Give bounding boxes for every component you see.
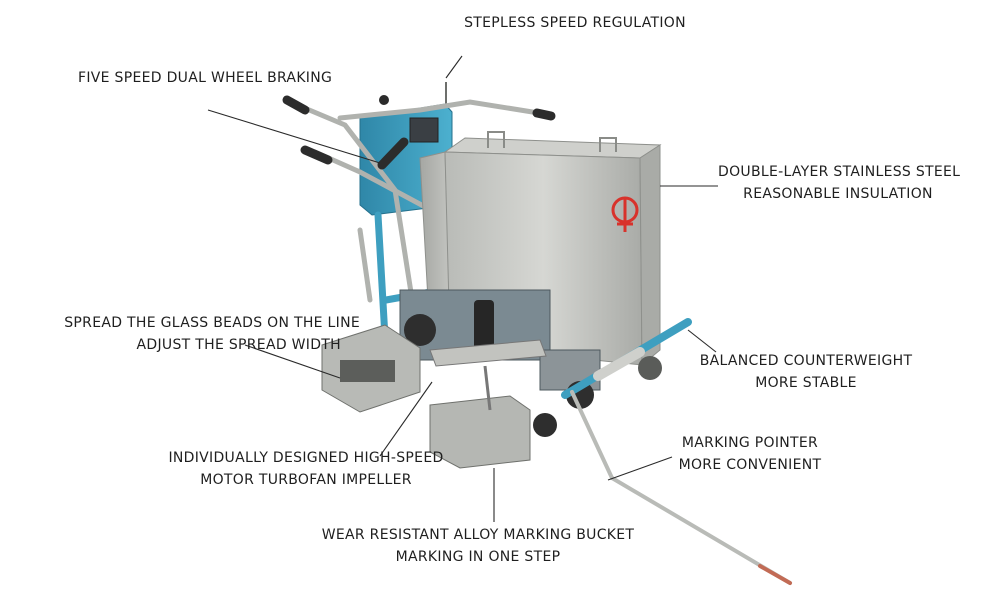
callout-line: BALANCED COUNTERWEIGHT — [699, 353, 913, 369]
callout-leader-lines — [207, 55, 718, 522]
callout-stepless-speed: STEPLESS SPEED REGULATION — [440, 12, 710, 34]
bead-spreader — [321, 324, 421, 413]
callout-spread-beads: SPREAD THE GLASS BEADS ON THE LINE ADJUS… — [22, 312, 360, 356]
callout-marking-pointer: MARKING POINTER MORE CONVENIENT — [665, 432, 835, 476]
callout-line: SPREAD THE GLASS BEADS ON THE LINE — [64, 315, 360, 331]
leader-stepless-speed — [445, 55, 463, 79]
leader-individually — [379, 381, 433, 457]
leader-balanced — [687, 329, 717, 353]
callout-line: MORE STABLE — [755, 375, 857, 391]
callout-line: INDIVIDUALLY DESIGNED HIGH-SPEED — [168, 450, 444, 466]
callout-five-speed: FIVE SPEED DUAL WHEEL BRAKING — [78, 67, 348, 89]
callout-individually: INDIVIDUALLY DESIGNED HIGH-SPEED MOTOR T… — [158, 447, 454, 491]
marking-pointer-rod — [570, 390, 792, 585]
callout-line: MARKING POINTER — [681, 435, 819, 451]
leader-marking-pointer — [607, 456, 673, 481]
leader-five-speed — [207, 109, 381, 164]
marking-bucket — [429, 300, 557, 469]
leader-spread-beads — [244, 344, 341, 379]
callout-line: STEPLESS SPEED REGULATION — [464, 15, 686, 31]
callout-line: DOUBLE-LAYER STAINLESS STEEL — [718, 164, 961, 180]
callout-line: WEAR RESISTANT ALLOY MARKING BUCKET — [321, 527, 635, 543]
counterweight-bar — [561, 318, 692, 399]
callout-line: FIVE SPEED DUAL WHEEL BRAKING — [78, 70, 333, 86]
callout-balanced: BALANCED COUNTERWEIGHT MORE STABLE — [690, 350, 922, 394]
callout-double-layer: DOUBLE-LAYER STAINLESS STEEL REASONABLE … — [718, 161, 961, 205]
callout-line: MARKING IN ONE STEP — [395, 549, 561, 565]
callout-line: ADJUST THE SPREAD WIDTH — [136, 337, 341, 353]
stainless-tank — [419, 131, 662, 367]
callout-line: MOTOR TURBOFAN IMPELLER — [200, 472, 412, 488]
callout-line: REASONABLE INSULATION — [743, 186, 933, 202]
brand-logo-icon — [611, 196, 639, 232]
callout-wear-resistant: WEAR RESISTANT ALLOY MARKING BUCKET MARK… — [308, 524, 648, 568]
callout-line: MORE CONVENIENT — [678, 457, 822, 473]
